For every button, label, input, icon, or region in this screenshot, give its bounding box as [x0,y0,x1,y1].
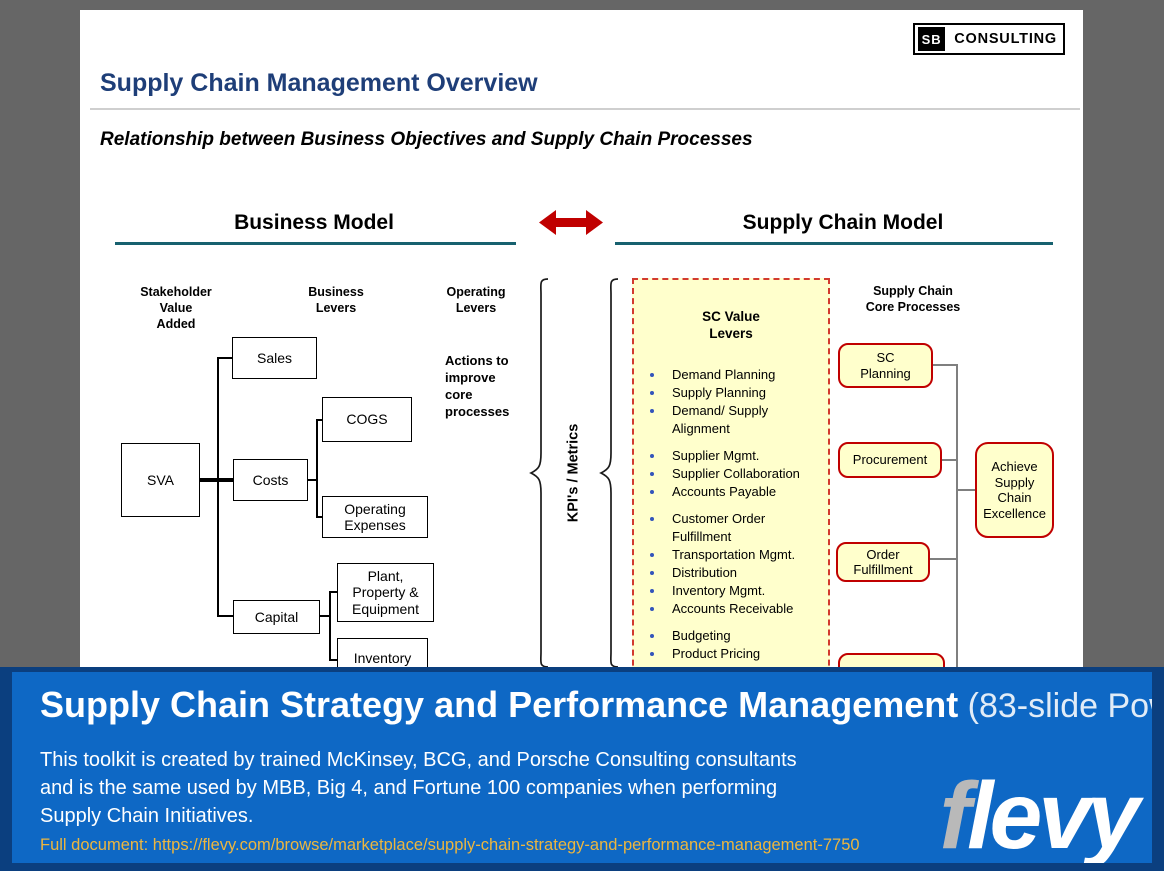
double-arrow-icon [539,209,603,236]
box-capital: Capital [233,600,320,634]
actions-note: Actions to improve core processes [445,353,510,419]
column-header-operating-levers: Operating Levers [446,285,506,315]
connector-to-inventory [331,659,337,661]
bullet-icon [650,652,654,656]
sb-logo-text: CONSULTING [954,31,1057,47]
value-lever-item: Transportation Mgmt. [634,546,828,564]
bullet-icon [650,472,654,476]
bullet-icon [650,634,654,638]
banner-title: Supply Chain Strategy and Performance Ma… [40,684,1152,726]
connector-sva-costs [200,478,233,482]
slide-preview: SB CONSULTING Supply Chain Management Ov… [80,10,1083,760]
slide-subtitle: Relationship between Business Objectives… [100,129,753,150]
goal-box-achieve-excellence: Achieve Supply Chain Excellence [975,442,1054,538]
value-lever-item: Supplier Mgmt. [634,447,828,465]
process-box-order-fulfillment: Order Fulfillment [836,542,930,582]
title-divider [90,108,1080,110]
value-lever-item: Demand Planning [634,366,828,384]
connector-to-sales [217,357,232,359]
bullet-icon [650,490,654,494]
banner-title-suffix: (83-slide Pow [967,687,1152,725]
left-brace-icon [528,278,550,668]
sb-consulting-logo: SB CONSULTING [913,23,1065,55]
connector-processes-vertical [956,364,958,667]
kpi-metrics-label: KPI's / Metrics [565,423,582,523]
connector-costs-stub [308,479,317,481]
connector-capital-children-vertical [329,591,331,661]
bullet-icon [650,517,654,521]
connector-sc-planning [933,364,956,366]
bullet-icon [650,409,654,413]
banner-title-main: Supply Chain Strategy and Performance Ma… [40,684,959,725]
box-cogs: COGS [322,397,412,442]
bullet-icon [650,589,654,593]
column-header-sc-core-processes: Supply Chain Core Processes [865,284,961,314]
box-sva: SVA [121,443,200,517]
flevy-logo: flevy [939,769,1140,864]
box-costs: Costs [233,459,308,501]
value-lever-item: Product Pricing [634,645,828,663]
bullet-icon [650,571,654,575]
box-sales: Sales [232,337,317,379]
value-lever-item: Accounts Payable [634,483,828,501]
bullet-icon [650,607,654,611]
process-box-sc-planning: SC Planning [838,343,933,388]
bullet-icon [650,454,654,458]
promo-banner-panel: Supply Chain Strategy and Performance Ma… [12,672,1152,863]
banner-document-link[interactable]: Full document: https://flevy.com/browse/… [40,836,860,854]
value-lever-item: Budgeting [634,627,828,645]
column-header-stakeholder-value-added: Stakeholder Value Added [140,285,212,331]
business-model-underline [115,242,516,245]
value-lever-item: Distribution [634,564,828,582]
connector-to-goal [958,489,975,491]
connector-order-fulfillment [930,558,956,560]
value-lever-item: Demand/ Supply Alignment [634,402,828,438]
value-lever-item: Accounts Receivable [634,600,828,618]
value-lever-item: Supplier Collaboration [634,465,828,483]
banner-description-line: Supply Chain Initiatives. [40,805,254,827]
process-box-procurement: Procurement [838,442,942,478]
sb-logo-badge: SB [918,27,946,51]
promo-banner: Supply Chain Strategy and Performance Ma… [0,667,1164,871]
sc-value-levers-title: SC Value Levers [702,309,760,341]
bullet-icon [650,373,654,377]
value-lever-item: Supply Planning [634,384,828,402]
box-plant-property-equipment: Plant, Property & Equipment [337,563,434,622]
banner-description: This toolkit is created by trained McKin… [40,746,797,830]
connector-procurement [942,459,956,461]
supply-chain-model-header: Supply Chain Model [742,211,944,234]
banner-description-line: This toolkit is created by trained McKin… [40,749,797,771]
connector-to-ppe [331,591,337,593]
banner-description-line: and is the same used by MBB, Big 4, and … [40,777,778,799]
right-brace-icon [598,278,620,668]
connector-to-opex [318,516,322,518]
flevy-logo-f: f [939,763,971,864]
value-lever-item: Inventory Mgmt. [634,582,828,600]
business-model-header: Business Model [234,211,394,234]
connector-trunk-vertical [217,357,219,617]
connector-to-cogs [318,419,322,421]
bullet-icon [650,391,654,395]
column-header-business-levers: Business Levers [308,285,364,315]
slide-title: Supply Chain Management Overview [100,69,538,97]
bullet-icon [650,553,654,557]
supply-chain-model-underline [615,242,1053,245]
box-operating-expenses: Operating Expenses [322,496,428,538]
flevy-logo-levy: levy [967,763,1140,864]
connector-to-capital [217,615,233,617]
connector-capital-stub [320,615,330,617]
value-lever-item: Customer Order Fulfillment [634,510,828,546]
connector-costs-children-vertical [316,419,318,518]
